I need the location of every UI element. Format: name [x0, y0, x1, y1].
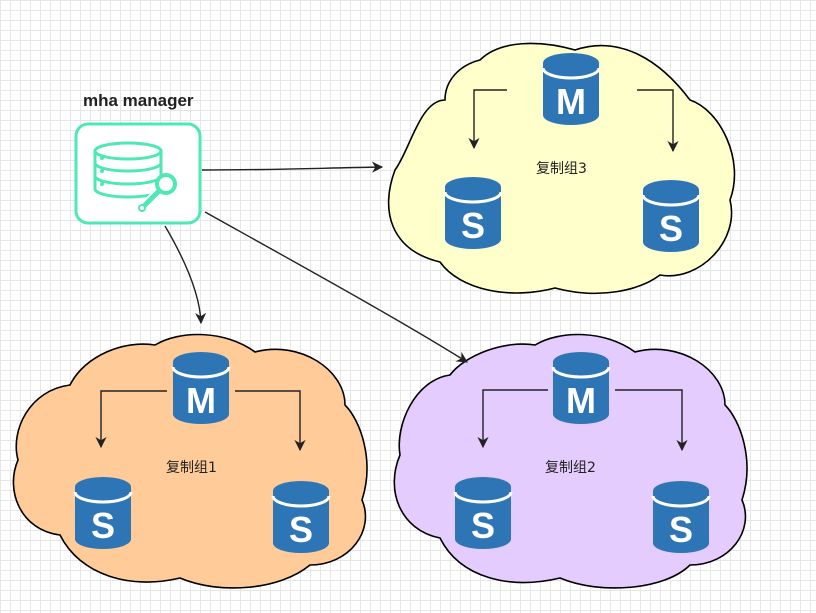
arrow-g2-master-to-slave-right [615, 389, 688, 452]
svg-text:S: S [669, 509, 693, 550]
g3-master-db: M [541, 51, 601, 127]
database-wrench-icon [93, 141, 177, 212]
arrow-g1-master-to-slave-left [95, 390, 167, 449]
g2-master-db: M [551, 350, 611, 426]
svg-text:S: S [289, 509, 313, 550]
g3-slave-db-left: S [443, 175, 503, 251]
arrow-manager-to-group2 [204, 211, 468, 363]
arrow-manager-to-group3 [201, 161, 384, 173]
arrow-manager-to-group1 [164, 225, 207, 325]
g1-master-db: M [171, 350, 231, 426]
group1-contents: M S S 复制组1 [73, 350, 331, 555]
svg-text:S: S [659, 208, 683, 249]
g1-slave-db-left: S [73, 475, 133, 551]
svg-text:S: S [471, 505, 495, 546]
svg-text:S: S [461, 205, 485, 246]
group2-label: 复制组2 [545, 459, 596, 476]
g3-slave-db-right: S [641, 178, 701, 254]
arrow-g3-master-to-slave-left [468, 89, 507, 150]
arrow-g2-master-to-slave-left [477, 389, 548, 449]
group3-label: 复制组3 [536, 160, 587, 177]
arrow-g3-master-to-slave-right [637, 89, 679, 153]
svg-text:M: M [566, 380, 596, 421]
group3-contents: M S S 复制组3 [443, 51, 701, 254]
g1-slave-db-right: S [271, 479, 331, 555]
group1-label: 复制组1 [166, 459, 217, 476]
group2-contents: M S S 复制组2 [453, 350, 711, 555]
g2-slave-db-right: S [651, 479, 711, 555]
svg-text:M: M [186, 380, 216, 421]
svg-text:M: M [556, 81, 586, 122]
manager-node [74, 122, 202, 225]
arrow-g1-master-to-slave-right [235, 390, 306, 452]
manager-title: mha manager [83, 91, 194, 110]
svg-text:S: S [91, 505, 115, 546]
g2-slave-db-left: S [453, 475, 513, 551]
